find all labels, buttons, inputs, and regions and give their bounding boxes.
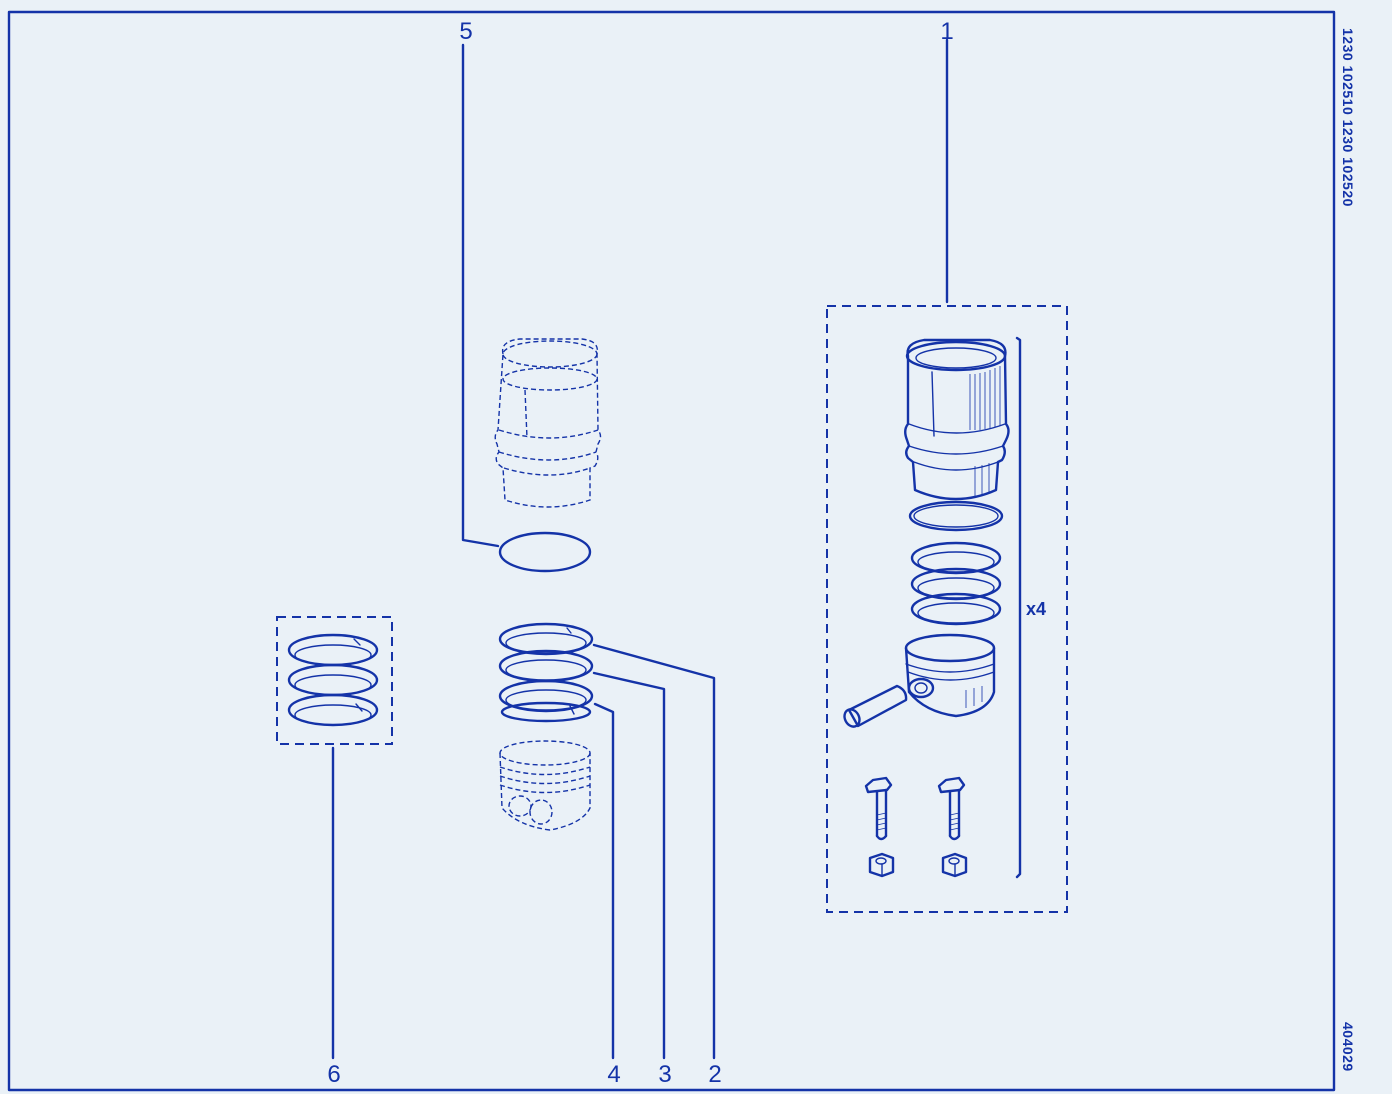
reference-liner-outline [494,338,602,508]
cylinder-liner [904,338,1010,501]
callout-1: 1 [940,18,953,45]
center-ring-set [498,622,594,723]
leader-line-5 [461,43,500,548]
reference-piston-outline [499,740,591,831]
gudgeon-pin [843,684,908,728]
drawing-frame [7,10,1336,1092]
leader-line-3 [592,671,666,1060]
con-rod-bolt-right [937,776,966,841]
drawing-number: 404029 [1340,1022,1356,1072]
liner-o-ring [498,531,592,573]
con-rod-nut-left [868,852,895,878]
replacement-ring-set [276,616,393,745]
piston [904,633,996,718]
piston-ring-stack [910,541,1002,626]
callout-6: 6 [327,1061,340,1088]
callout-4: 4 [607,1061,620,1088]
kit-quantity-label: x4 [1026,599,1046,619]
leader-line-2 [592,643,716,1060]
reference-codes: 1230 102510 1230 102520 [1340,28,1356,207]
ring-set-dashed-box [276,616,393,745]
kit-dashed-box [826,305,1068,913]
callout-2: 2 [708,1061,721,1088]
callout-5: 5 [459,18,472,45]
cylinder-kit-group: x4 [826,38,1068,913]
liner-seal-ring [908,500,1004,532]
leader-line-4 [593,702,615,1060]
con-rod-nut-right [941,852,968,878]
quantity-bracket [1015,336,1022,879]
callout-3: 3 [658,1061,671,1088]
con-rod-bolt-left [864,776,893,841]
